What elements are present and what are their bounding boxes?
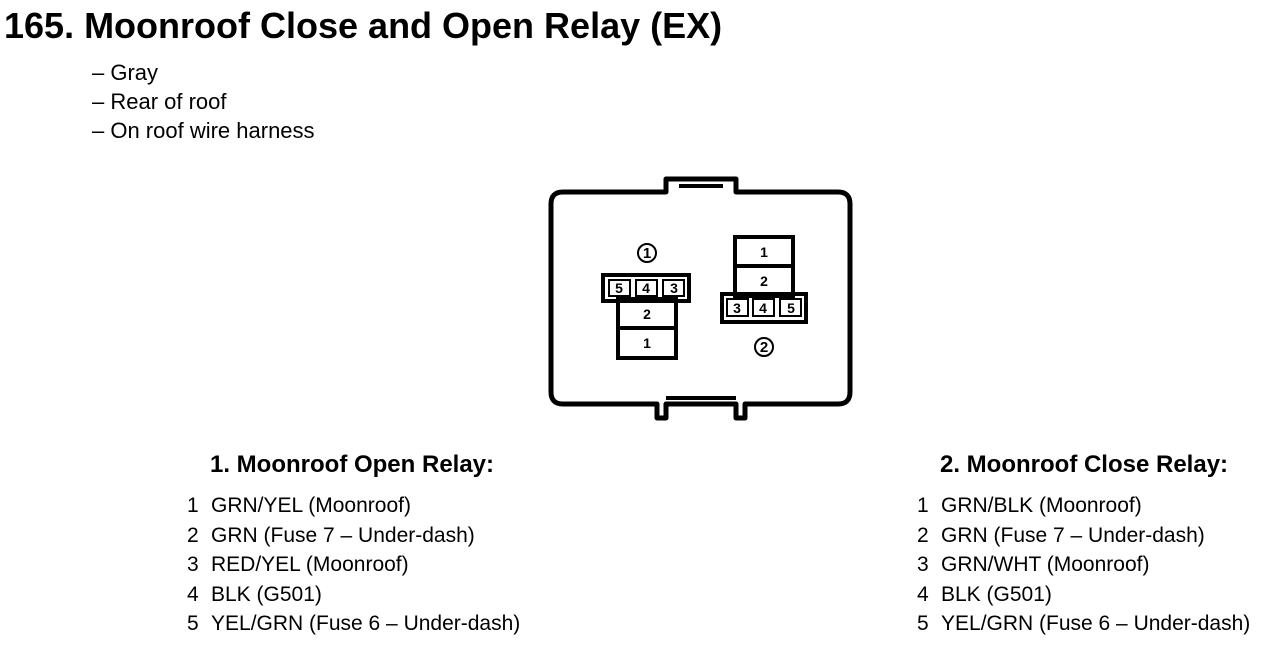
relay-2-pin-3: 3 xyxy=(733,300,741,316)
pin-description: GRN/YEL (Moonroof) xyxy=(211,494,411,517)
pin-number: 4 xyxy=(917,582,929,606)
pin-number: 5 xyxy=(187,612,199,636)
pin-description: YEL/GRN (Fuse 6 – Under-dash) xyxy=(211,612,521,636)
list-item: 5 YEL/GRN (Fuse 6 – Under-dash) xyxy=(917,609,1250,639)
pin-number: 5 xyxy=(917,612,929,636)
list-item: 3 GRN/WHT (Moonroof) xyxy=(917,550,1250,580)
relay-2-socket: 1 2 3 4 5 2 xyxy=(720,235,808,357)
list-item: 2 GRN (Fuse 7 – Under-dash) xyxy=(187,521,520,551)
relay-2-heading: 2. Moonroof Close Relay: xyxy=(940,451,1229,478)
list-item: 2 GRN (Fuse 7 – Under-dash) xyxy=(917,521,1250,551)
description-harness: – On roof wire harness xyxy=(92,118,315,143)
page-title: 165. Moonroof Close and Open Relay (EX) xyxy=(4,5,723,46)
relay-2-pin-row-outline xyxy=(720,292,808,324)
pin-description: YEL/GRN (Fuse 6 – Under-dash) xyxy=(941,612,1251,636)
pin-number: 3 xyxy=(917,553,929,577)
relay-1-pin-1: 1 xyxy=(643,335,651,351)
pin-description: GRN (Fuse 7 – Under-dash) xyxy=(941,523,1205,547)
relay-2-callout-label: 2 xyxy=(760,339,768,356)
relay-1-pin-4-cell xyxy=(635,279,658,297)
relay-2-pin-2: 2 xyxy=(760,273,768,289)
relay-1-pin-3: 3 xyxy=(670,280,678,296)
relay-2-pin-5-cell xyxy=(779,298,802,317)
list-item: 4 BLK (G501) xyxy=(187,580,520,610)
description-color: – Gray xyxy=(92,60,159,85)
relay-1-pin-5: 5 xyxy=(615,280,623,296)
pin-number: 1 xyxy=(917,494,929,517)
relay-2-pin-list: 1 GRN/BLK (Moonroof) 2 GRN (Fuse 7 – Und… xyxy=(917,491,1250,639)
relay-1-callout-circle xyxy=(637,243,657,263)
pin-number: 2 xyxy=(917,523,929,547)
relay-2-callout-circle xyxy=(754,337,774,357)
pin-description: GRN/WHT (Moonroof) xyxy=(941,553,1150,577)
pin-description: GRN/BLK (Moonroof) xyxy=(941,494,1142,517)
relay-2-pin-1: 1 xyxy=(760,244,768,260)
list-item: 1 GRN/BLK (Moonroof) xyxy=(917,491,1250,521)
pin-description: BLK (G501) xyxy=(941,582,1052,606)
pin-number: 2 xyxy=(187,523,199,547)
relay-1-socket: 1 5 4 3 2 1 xyxy=(601,243,691,360)
list-item: 1 GRN/YEL (Moonroof) xyxy=(187,491,520,521)
relay-1-pin-2: 2 xyxy=(643,306,651,322)
relay-2-pin-5: 5 xyxy=(787,300,795,316)
list-item: 4 BLK (G501) xyxy=(917,580,1250,610)
relay-2-pin-3-cell xyxy=(726,298,749,317)
connector-description: – Gray – Rear of roof – On roof wire har… xyxy=(92,58,315,145)
pin-number: 1 xyxy=(187,494,199,517)
description-location: – Rear of roof xyxy=(92,89,227,114)
pin-description: GRN (Fuse 7 – Under-dash) xyxy=(211,523,475,547)
pin-number: 3 xyxy=(187,553,199,577)
pin-description: BLK (G501) xyxy=(211,582,322,606)
relay-1-heading: 1. Moonroof Open Relay: xyxy=(210,451,495,478)
pin-number: 4 xyxy=(187,582,199,606)
pin-description: RED/YEL (Moonroof) xyxy=(211,553,409,577)
connector-housing xyxy=(548,176,853,421)
relay-1-pin-list: 1 GRN/YEL (Moonroof) 2 GRN (Fuse 7 – Und… xyxy=(187,491,520,639)
relay-1-pin-5-cell xyxy=(608,279,631,297)
relay-1-pin-3-cell xyxy=(662,279,685,297)
list-item: 3 RED/YEL (Moonroof) xyxy=(187,550,520,580)
relay-1-callout-label: 1 xyxy=(643,245,651,262)
relay-2-pin-4-cell xyxy=(752,298,775,317)
relay-1-pin-4: 4 xyxy=(642,280,650,296)
list-item: 5 YEL/GRN (Fuse 6 – Under-dash) xyxy=(187,609,520,639)
relay-2-pin-4: 4 xyxy=(759,300,767,316)
